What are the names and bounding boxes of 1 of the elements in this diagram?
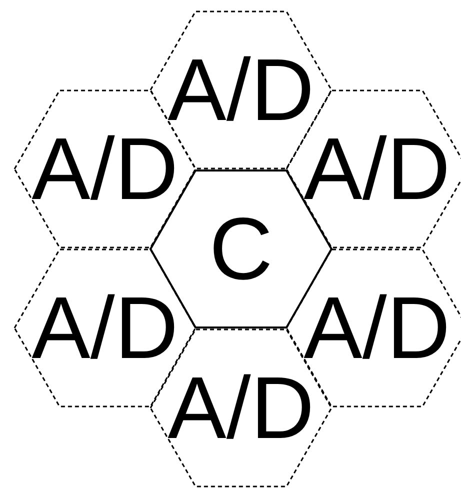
cell-label: C bbox=[209, 205, 273, 293]
